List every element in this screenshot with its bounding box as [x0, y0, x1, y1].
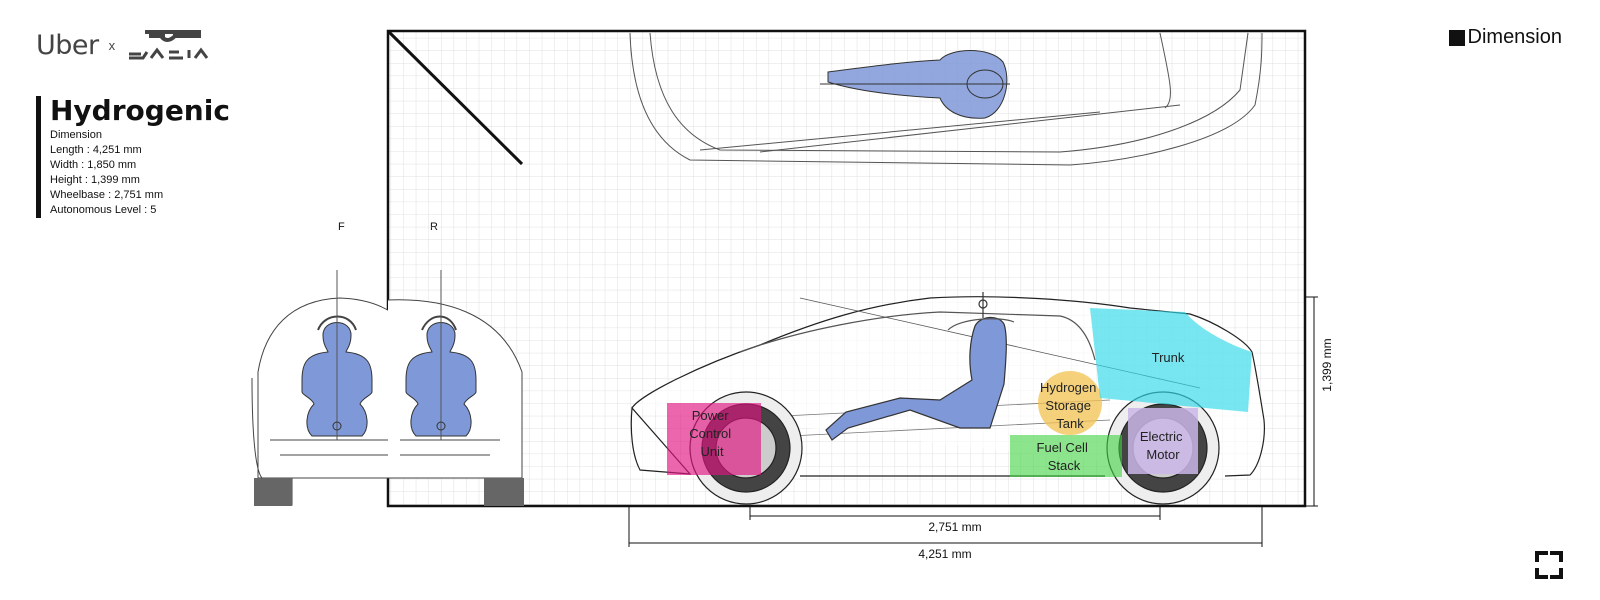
trunk-label: Trunk	[1152, 350, 1185, 365]
fuel-cell-stack-block	[1010, 435, 1122, 477]
spec-wheelbase: Wheelbase : 2,751 mm	[50, 189, 164, 201]
wheelbase-dimension: 2,751 mm	[928, 520, 981, 534]
front-view-label: F	[338, 221, 345, 233]
spec-height: Height : 1,399 mm	[50, 174, 140, 186]
front-view	[251, 270, 423, 506]
spec-block: Hydrogenic Dimension Length : 4,251 mm W…	[36, 96, 230, 218]
corner-brand-icon	[1535, 551, 1563, 579]
square-icon	[1448, 29, 1465, 46]
pcu-label: Power Control Unit	[689, 408, 735, 459]
spec-width: Width : 1,850 mm	[50, 159, 137, 171]
trunk-block	[1090, 308, 1252, 412]
height-dimension: 1,399 mm	[1320, 338, 1334, 391]
length-dimension: 4,251 mm	[918, 547, 971, 561]
electric-motor-block	[1128, 408, 1198, 474]
model-title: Hydrogenic	[50, 94, 230, 127]
brand-header: Uber x	[36, 28, 221, 62]
uber-logo: Uber	[36, 29, 99, 61]
spec-length: Length : 4,251 mm	[50, 144, 142, 156]
dacia-logo	[129, 30, 209, 60]
top-view	[629, 32, 1263, 166]
dimension-lines	[628, 296, 1318, 547]
rear-view	[387, 270, 524, 506]
section-label: Dimension	[1448, 26, 1562, 49]
brand-separator: x	[108, 37, 116, 53]
dimension-labels: 2,751 mm 4,251 mm 1,399 mm	[918, 338, 1334, 561]
hydrogen-tank-label: Hydrogen Storage Tank	[1040, 380, 1100, 431]
fuel-cell-label: Fuel Cell Stack	[1037, 440, 1092, 473]
electric-motor-label: Electric Motor	[1140, 429, 1186, 462]
power-control-unit-block	[667, 403, 761, 475]
component-labels: Power Control Unit Hydrogen Storage Tank…	[689, 350, 1186, 473]
spec-autonomy: Autonomous Level : 5	[50, 204, 157, 216]
section-label-text: Dimension	[1467, 26, 1562, 48]
spec-heading: Dimension	[50, 129, 102, 141]
hydrogen-tank-block	[1038, 371, 1102, 435]
component-overlays	[667, 308, 1252, 477]
